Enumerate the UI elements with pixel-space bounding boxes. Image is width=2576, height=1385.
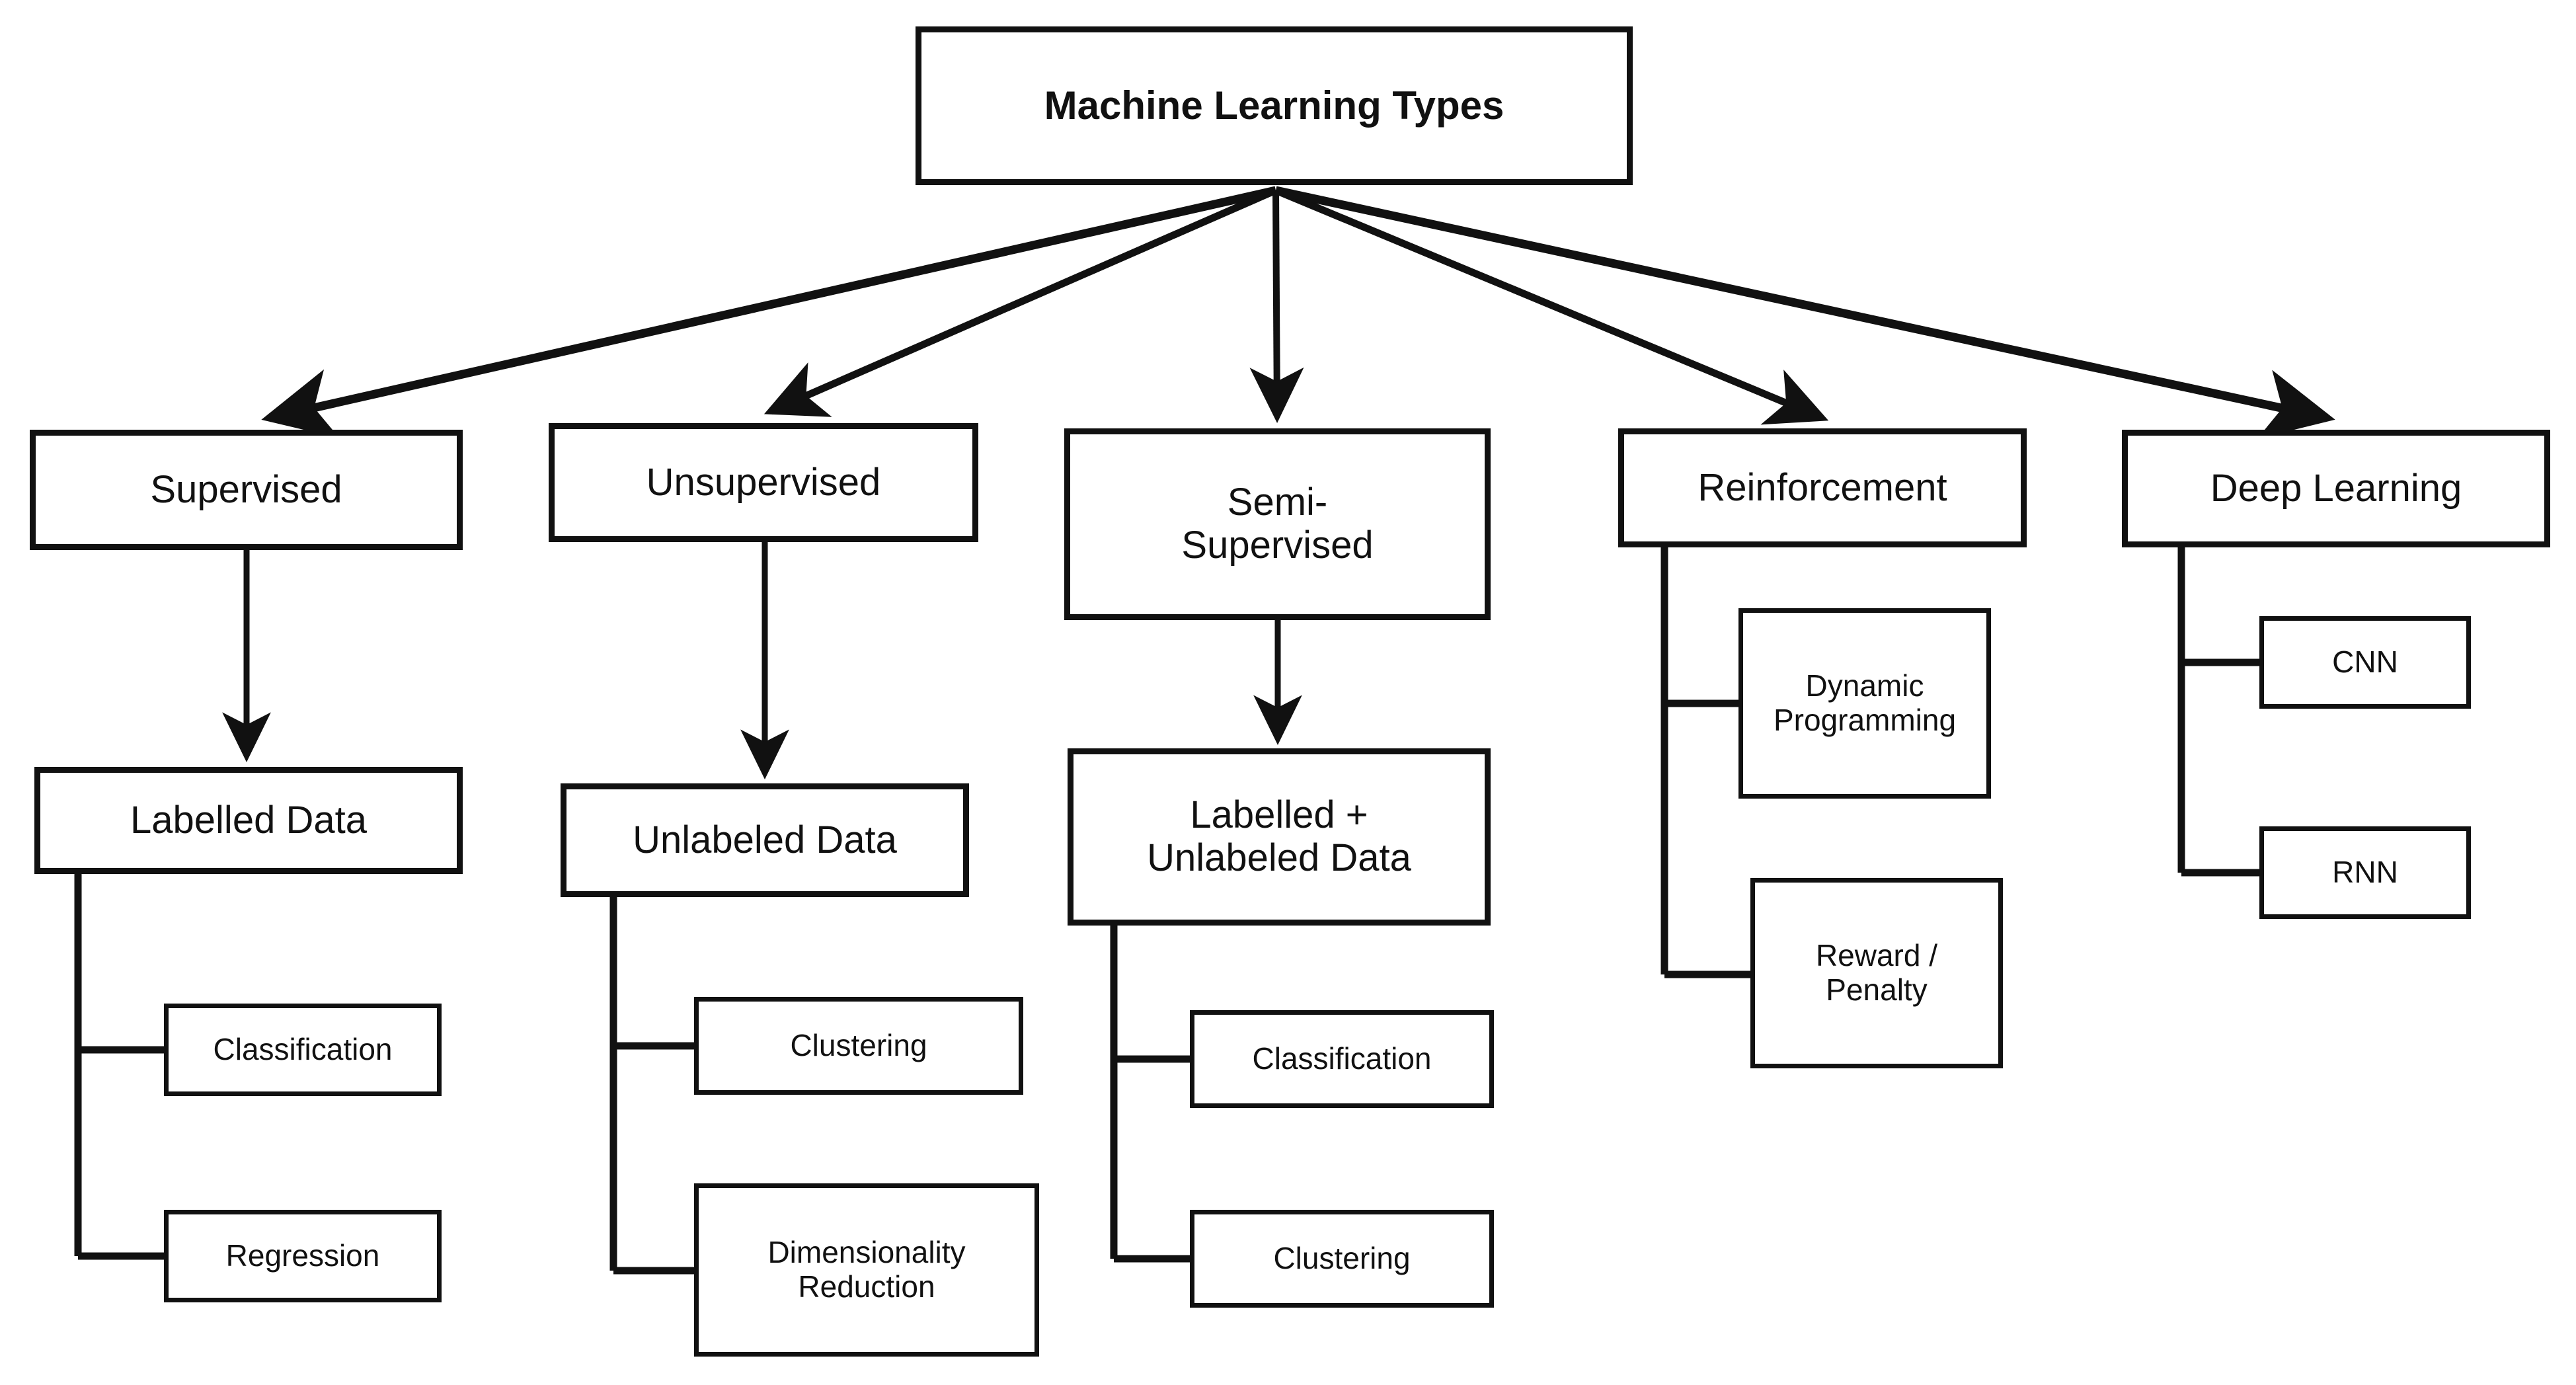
node-unsupervised-label: Unsupervised (646, 460, 881, 504)
bracket-deep-learning (2177, 547, 2259, 877)
edge-root-to-reinforcement (1274, 186, 1829, 425)
node-root[interactable]: Machine Learning Types (916, 26, 1633, 185)
node-unsupervised-clustering-label: Clustering (790, 1028, 927, 1063)
bracket-labelled-unlabeled-data (1110, 926, 1190, 1263)
node-dynamic-programming[interactable]: Dynamic Programming (1738, 608, 1991, 799)
edge-root-to-supervised (261, 186, 1277, 438)
node-supervised-regression[interactable]: Regression (164, 1210, 442, 1302)
node-cnn-label: CNN (2332, 645, 2398, 680)
node-semi-classification[interactable]: Classification (1190, 1010, 1494, 1108)
node-unlabeled-data[interactable]: Unlabeled Data (561, 783, 969, 897)
node-dynamic-programming-label: Dynamic Programming (1773, 668, 1957, 737)
node-semi-clustering-label: Clustering (1273, 1241, 1411, 1276)
edge-root-to-deep-learning (1274, 186, 2335, 439)
node-supervised-classification-label: Classification (213, 1032, 393, 1067)
node-supervised-label: Supervised (150, 467, 342, 511)
node-semi-clustering[interactable]: Clustering (1190, 1210, 1494, 1308)
node-labelled-data-label: Labelled Data (130, 798, 367, 842)
node-reinforcement[interactable]: Reinforcement (1618, 428, 2027, 547)
node-unsupervised-clustering[interactable]: Clustering (694, 997, 1023, 1095)
bracket-labelled-data (74, 874, 164, 1260)
node-reward-penalty[interactable]: Reward / Penalty (1750, 878, 2003, 1068)
node-unlabeled-data-label: Unlabeled Data (633, 818, 897, 861)
node-unsupervised[interactable]: Unsupervised (549, 423, 978, 542)
edge-root-to-semi-supervised (1249, 190, 1304, 423)
node-deep-learning[interactable]: Deep Learning (2122, 430, 2550, 547)
node-deep-learning-label: Deep Learning (2210, 466, 2462, 510)
node-rnn[interactable]: RNN (2259, 826, 2471, 919)
node-root-label: Machine Learning Types (1044, 83, 1504, 128)
node-labelled-data[interactable]: Labelled Data (34, 767, 463, 874)
node-supervised-regression-label: Regression (225, 1238, 380, 1273)
node-rnn-label: RNN (2332, 855, 2398, 890)
node-supervised[interactable]: Supervised (30, 430, 463, 550)
node-unsupervised-dimensionality-reduction-label: Dimensionality Reduction (767, 1235, 966, 1304)
node-reinforcement-label: Reinforcement (1698, 465, 1947, 509)
node-semi-supervised[interactable]: Semi- Supervised (1064, 428, 1491, 620)
node-labelled-unlabeled-data[interactable]: Labelled + Unlabeled Data (1068, 748, 1491, 926)
bracket-reinforcement (1660, 547, 1750, 978)
bracket-unlabeled-data (609, 897, 694, 1275)
node-supervised-classification[interactable]: Classification (164, 1004, 442, 1096)
node-semi-supervised-label: Semi- Supervised (1181, 481, 1374, 567)
node-reward-penalty-label: Reward / Penalty (1815, 938, 1938, 1007)
node-cnn[interactable]: CNN (2259, 616, 2471, 709)
node-labelled-unlabeled-data-label: Labelled + Unlabeled Data (1147, 793, 1411, 879)
node-semi-classification-label: Classification (1252, 1041, 1432, 1076)
node-unsupervised-dimensionality-reduction[interactable]: Dimensionality Reduction (694, 1183, 1039, 1357)
edge-root-to-unsupervised (763, 186, 1278, 417)
